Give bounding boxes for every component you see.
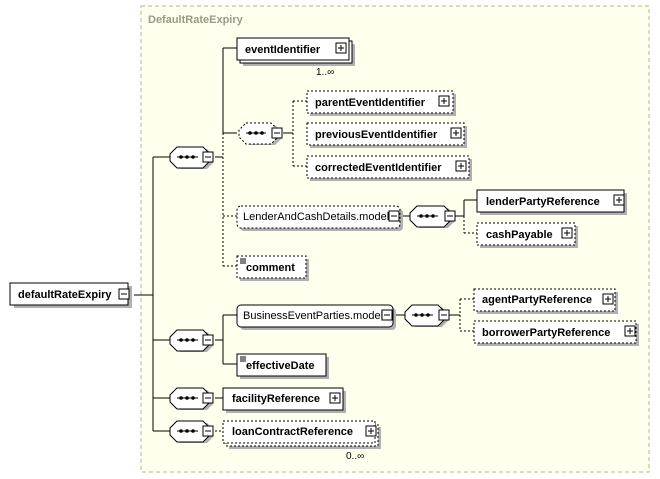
collapse-toggle-icon[interactable] [388, 210, 400, 222]
expand-toggle-icon[interactable] [438, 95, 450, 107]
expand-toggle-icon[interactable] [335, 42, 347, 54]
element-lenderPartyReference[interactable]: lenderPartyReference [476, 189, 627, 215]
collapse-toggle-icon[interactable] [202, 334, 214, 346]
sequence-compositor-4[interactable] [169, 420, 214, 443]
element-borrowerPartyReference[interactable]: borrowerPartyReference [473, 320, 639, 346]
expand-toggle-icon[interactable] [561, 227, 573, 239]
group-label: BusinessEventParties.model [243, 310, 383, 322]
type-container-title: DefaultRateExpiry [148, 14, 244, 26]
collapse-toggle-icon[interactable] [202, 392, 214, 404]
expand-toggle-icon[interactable] [118, 288, 130, 300]
group-LenderAndCashDetails[interactable]: LenderAndCashDetails.model [236, 205, 403, 231]
sequence-compositor-3[interactable] [169, 387, 214, 410]
element-comment[interactable]: comment [236, 255, 309, 281]
element-loanContractReference[interactable]: loanContractReference 0..∞ [222, 420, 381, 462]
element-label: comment [246, 262, 295, 274]
root-element-defaultRateExpiry[interactable]: defaultRateExpiry [9, 282, 132, 308]
element-label: facilityReference [232, 393, 320, 405]
element-previousEventIdentifier[interactable]: previousEventIdentifier [306, 122, 467, 148]
lender-sequence-compositor[interactable] [409, 205, 456, 228]
collapse-toggle-icon[interactable] [444, 210, 456, 222]
connectors [134, 47, 477, 432]
simple-content-icon [240, 258, 246, 264]
collapse-toggle-icon[interactable] [202, 425, 214, 437]
group-BusinessEventParties[interactable]: BusinessEventParties.model [236, 304, 396, 330]
parties-sequence-compositor[interactable] [404, 304, 450, 327]
element-agentPartyReference[interactable]: agentPartyReference [473, 288, 618, 314]
element-facilityReference[interactable]: facilityReference [222, 387, 346, 413]
root-element-label: defaultRateExpiry [18, 289, 112, 301]
expand-toggle-icon[interactable] [455, 160, 467, 172]
element-label: lenderPartyReference [486, 196, 600, 208]
element-label: cashPayable [486, 229, 553, 241]
group-label: LenderAndCashDetails.model [243, 211, 389, 223]
element-eventIdentifier[interactable]: eventIdentifier 1..∞ [236, 37, 355, 78]
element-label: parentEventIdentifier [315, 97, 426, 109]
expand-toggle-icon[interactable] [329, 392, 341, 404]
element-label: correctedEventIdentifier [315, 162, 442, 174]
sequence-compositor-2[interactable] [169, 329, 214, 352]
collapse-toggle-icon[interactable] [438, 309, 450, 321]
expand-toggle-icon[interactable] [602, 293, 614, 305]
optional-sequence-compositor[interactable] [238, 122, 283, 145]
element-label: effectiveDate [246, 360, 314, 372]
collapse-toggle-icon[interactable] [202, 151, 214, 163]
cardinality-label: 1..∞ [316, 67, 334, 78]
element-correctedEventIdentifier[interactable]: correctedEventIdentifier [306, 155, 472, 181]
element-parentEventIdentifier[interactable]: parentEventIdentifier [306, 90, 456, 116]
collapse-toggle-icon[interactable] [381, 309, 393, 321]
collapse-toggle-icon[interactable] [271, 127, 283, 139]
element-effectiveDate[interactable]: effectiveDate [236, 353, 329, 379]
expand-toggle-icon[interactable] [613, 194, 625, 206]
element-label: eventIdentifier [245, 44, 321, 56]
simple-content-icon [240, 356, 246, 362]
element-cashPayable[interactable]: cashPayable [476, 222, 578, 248]
expand-toggle-icon[interactable] [624, 325, 636, 337]
cardinality-label: 0..∞ [346, 451, 364, 462]
element-label: previousEventIdentifier [315, 129, 438, 141]
expand-toggle-icon[interactable] [365, 425, 377, 437]
sequence-compositor-1[interactable] [169, 146, 214, 169]
expand-toggle-icon[interactable] [450, 127, 462, 139]
element-label: loanContractReference [232, 426, 353, 438]
element-label: agentPartyReference [482, 294, 592, 306]
element-label: borrowerPartyReference [482, 327, 610, 339]
